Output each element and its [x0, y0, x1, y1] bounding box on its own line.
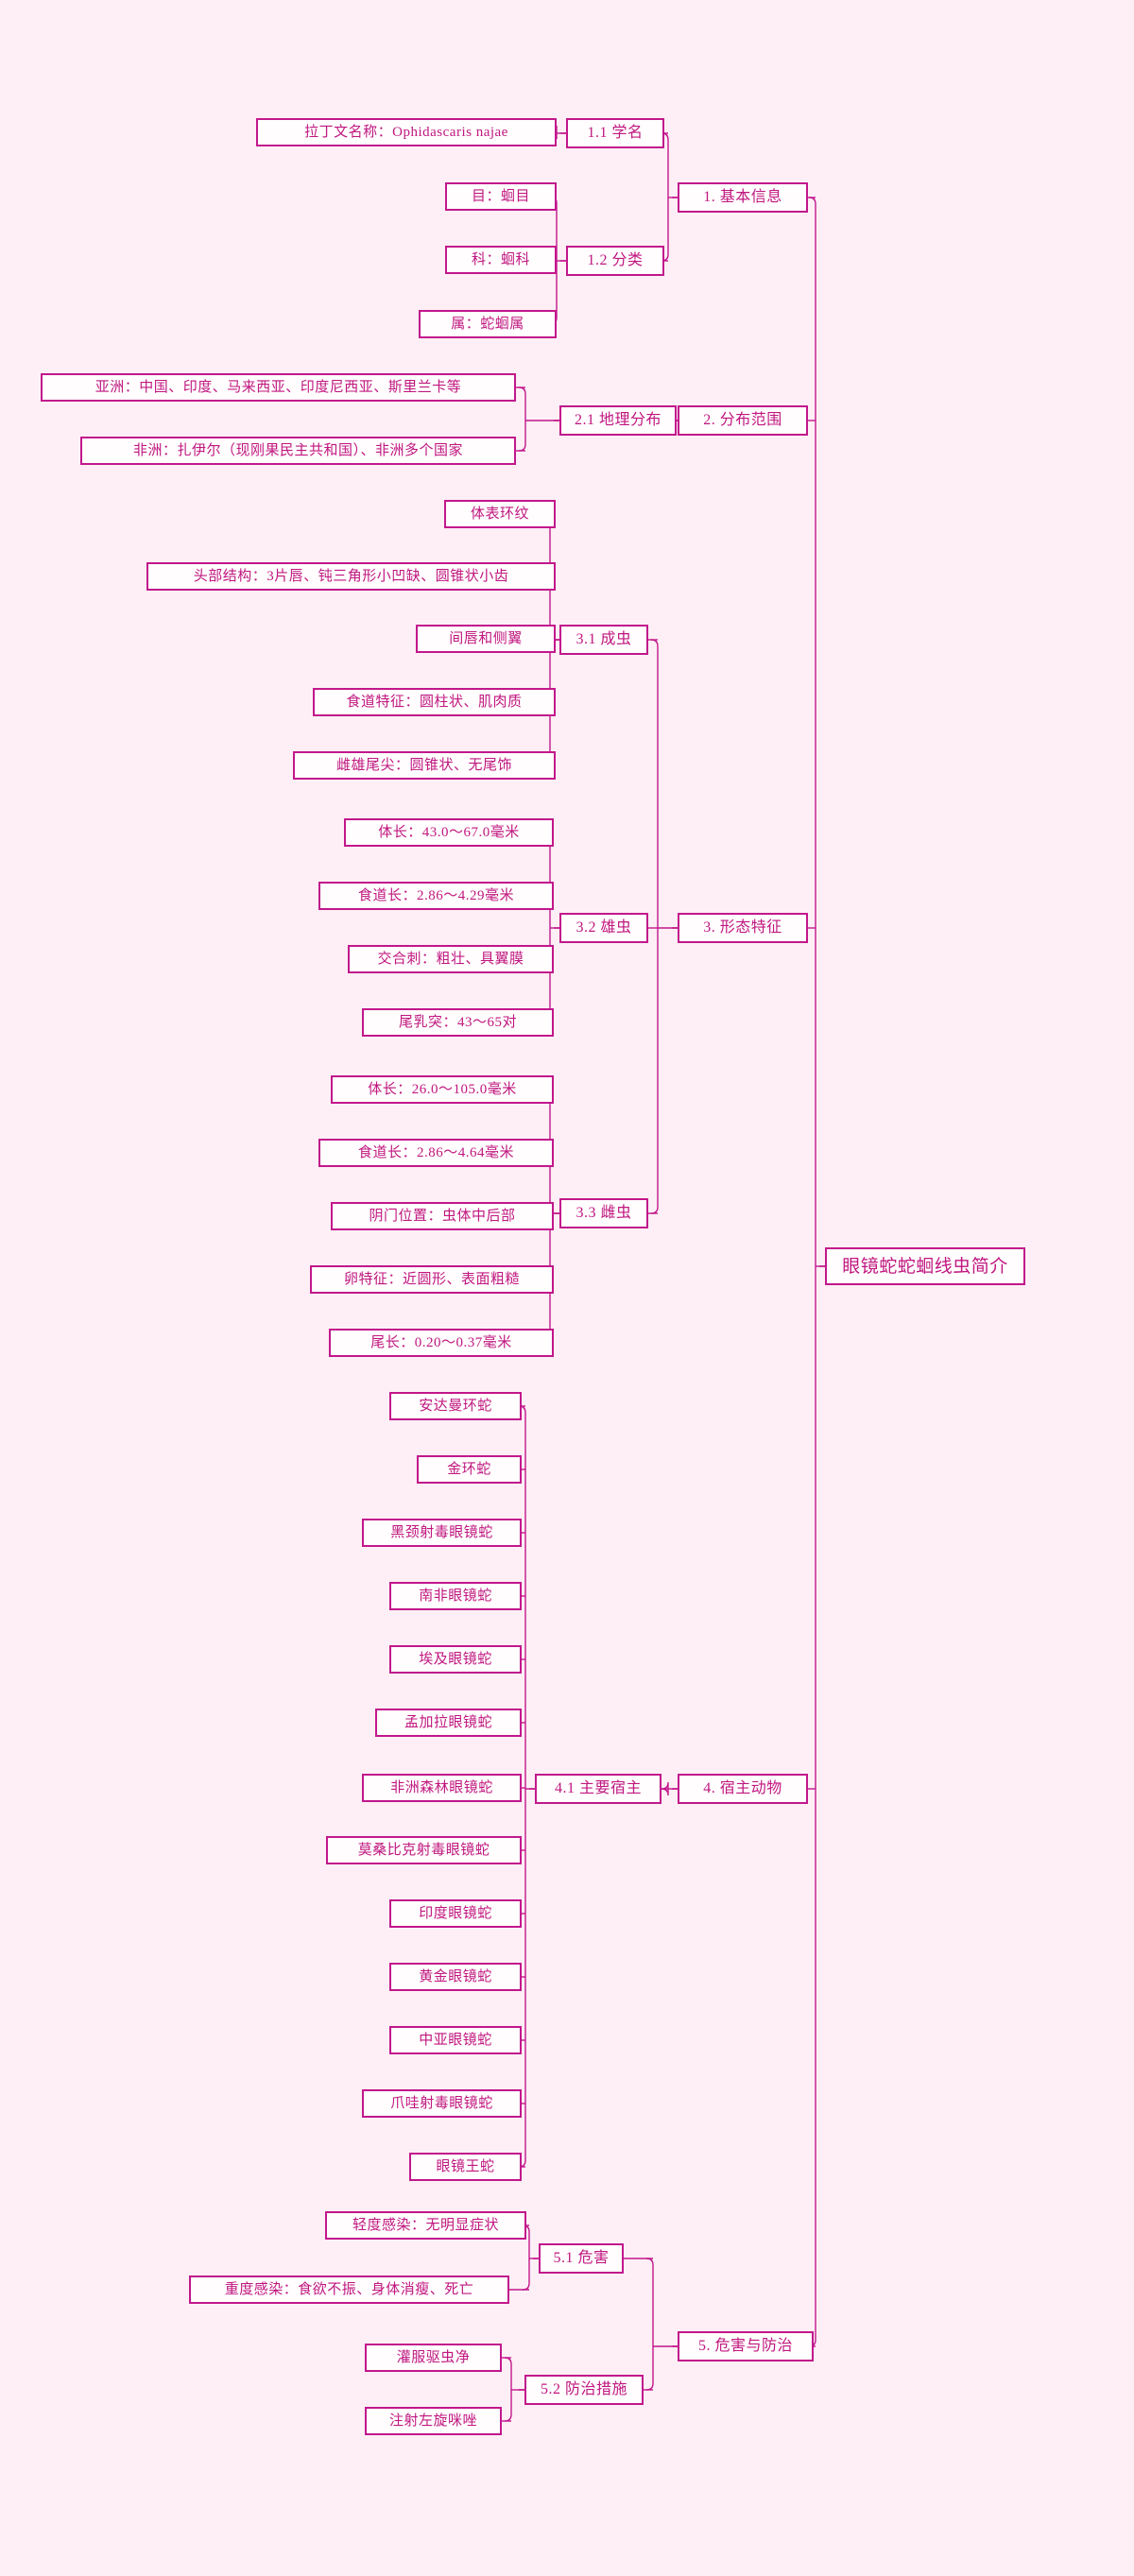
leaf-node-4-1-6[interactable]: 孟加拉眼镜蛇 — [375, 1709, 522, 1737]
leaf-node-4-1-7[interactable]: 非洲森林眼镜蛇 — [362, 1774, 522, 1802]
leaf-node-1-2-2[interactable]: 科：蛔科 — [445, 246, 557, 274]
subbranch-node-1-2[interactable]: 1.2 分类 — [566, 246, 664, 276]
subbranch-node-5-1[interactable]: 5.1 危害 — [539, 2243, 624, 2274]
leaf-node-4-1-4[interactable]: 南非眼镜蛇 — [389, 1582, 522, 1610]
subbranch-node-5-2[interactable]: 5.2 防治措施 — [524, 2375, 644, 2405]
leaf-node-4-1-1[interactable]: 安达曼环蛇 — [389, 1392, 522, 1420]
branch-node-5[interactable]: 5. 危害与防治 — [678, 2331, 814, 2361]
leaf-node-5-1-2[interactable]: 重度感染：食欲不振、身体消瘦、死亡 — [189, 2275, 509, 2304]
leaf-node-2-1-2[interactable]: 非洲：扎伊尔（现刚果民主共和国）、非洲多个国家 — [80, 437, 516, 465]
leaf-node-4-1-12[interactable]: 爪哇射毒眼镜蛇 — [362, 2089, 522, 2118]
subbranch-node-3-3[interactable]: 3.3 雌虫 — [559, 1198, 648, 1228]
leaf-node-2-1-1[interactable]: 亚洲：中国、印度、马来西亚、印度尼西亚、斯里兰卡等 — [41, 373, 516, 402]
leaf-node-4-1-13[interactable]: 眼镜王蛇 — [409, 2153, 522, 2181]
leaf-node-3-1-1[interactable]: 体表环纹 — [444, 500, 556, 528]
leaf-node-3-2-4[interactable]: 尾乳突：43～65对 — [362, 1008, 554, 1037]
leaf-node-3-2-3[interactable]: 交合刺：粗壮、具翼膜 — [348, 945, 554, 973]
leaf-node-3-3-3[interactable]: 阴门位置：虫体中后部 — [331, 1202, 554, 1230]
leaf-node-3-3-4[interactable]: 卵特征：近圆形、表面粗糙 — [310, 1265, 554, 1294]
leaf-node-1-2-3[interactable]: 属：蛇蛔属 — [419, 310, 557, 338]
leaf-node-3-1-3[interactable]: 间唇和侧翼 — [416, 625, 556, 653]
leaf-node-1-1-1[interactable]: 拉丁文名称：Ophidascaris najae — [256, 118, 557, 146]
leaf-node-4-1-8[interactable]: 莫桑比克射毒眼镜蛇 — [326, 1836, 522, 1864]
branch-node-3[interactable]: 3. 形态特征 — [678, 913, 808, 943]
leaf-node-1-2-1[interactable]: 目：蛔目 — [445, 182, 557, 211]
leaf-node-4-1-2[interactable]: 金环蛇 — [417, 1455, 522, 1484]
branch-node-4[interactable]: 4. 宿主动物 — [678, 1774, 808, 1804]
leaf-node-4-1-5[interactable]: 埃及眼镜蛇 — [389, 1645, 522, 1674]
leaf-node-5-2-1[interactable]: 灌服驱虫净 — [365, 2344, 502, 2372]
leaf-node-3-3-2[interactable]: 食道长：2.86～4.64毫米 — [318, 1139, 554, 1167]
leaf-node-4-1-11[interactable]: 中亚眼镜蛇 — [389, 2026, 522, 2054]
subbranch-node-2-1[interactable]: 2.1 地理分布 — [559, 405, 677, 436]
leaf-node-3-2-2[interactable]: 食道长：2.86～4.29毫米 — [318, 882, 554, 910]
leaf-node-3-3-1[interactable]: 体长：26.0～105.0毫米 — [331, 1075, 554, 1104]
leaf-node-3-3-5[interactable]: 尾长：0.20～0.37毫米 — [329, 1329, 554, 1357]
leaf-node-3-1-4[interactable]: 食道特征：圆柱状、肌肉质 — [313, 688, 556, 716]
leaf-node-4-1-10[interactable]: 黄金眼镜蛇 — [389, 1963, 522, 1991]
leaf-node-3-1-2[interactable]: 头部结构：3片唇、钝三角形小凹缺、圆锥状小齿 — [146, 562, 556, 591]
leaf-node-3-2-1[interactable]: 体长：43.0～67.0毫米 — [344, 818, 554, 847]
subbranch-node-3-1[interactable]: 3.1 成虫 — [559, 625, 648, 655]
leaf-node-5-1-1[interactable]: 轻度感染：无明显症状 — [325, 2211, 526, 2240]
leaf-node-4-1-3[interactable]: 黑颈射毒眼镜蛇 — [362, 1519, 522, 1547]
subbranch-node-4-1[interactable]: 4.1 主要宿主 — [535, 1774, 662, 1804]
branch-node-2[interactable]: 2. 分布范围 — [678, 405, 808, 436]
leaf-node-5-2-2[interactable]: 注射左旋咪唑 — [365, 2407, 502, 2435]
root-node[interactable]: 眼镜蛇蛇蛔线虫简介 — [825, 1247, 1025, 1285]
subbranch-node-1-1[interactable]: 1.1 学名 — [566, 118, 664, 148]
leaf-node-3-1-5[interactable]: 雌雄尾尖：圆锥状、无尾饰 — [293, 751, 556, 780]
leaf-node-4-1-9[interactable]: 印度眼镜蛇 — [389, 1899, 522, 1928]
branch-node-1[interactable]: 1. 基本信息 — [678, 182, 808, 213]
subbranch-node-3-2[interactable]: 3.2 雄虫 — [559, 913, 648, 943]
